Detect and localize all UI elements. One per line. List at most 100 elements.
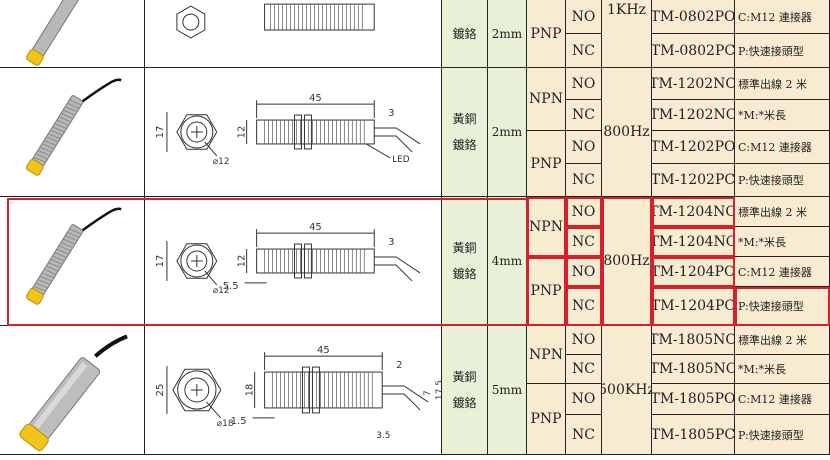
switching-frequency: 800Hz bbox=[603, 124, 650, 140]
frequency-cell-0-lower bbox=[602, 34, 652, 68]
output-type-cell-3-1: PNP bbox=[527, 384, 566, 455]
model-number: TM-1204PC bbox=[652, 298, 735, 314]
note-cell-0-1: P:快速接頭型 bbox=[735, 34, 830, 68]
frequency-cell-3: 500KHz bbox=[602, 326, 652, 455]
note-text: 標準出線 2 米 bbox=[738, 205, 807, 219]
model-number: TM-0802PO bbox=[652, 8, 735, 25]
contact-type: NO bbox=[571, 391, 596, 407]
note-text: C:M12 連接器 bbox=[738, 265, 812, 279]
model-cell-2-3: TM-1204PC bbox=[652, 287, 735, 326]
contact-type: NC bbox=[572, 172, 595, 188]
output-type: NPN bbox=[529, 91, 563, 107]
contact-cell-3-3: NC bbox=[566, 415, 602, 455]
note-cell-1-3: P:快速接頭型 bbox=[735, 164, 830, 197]
sensor-photo-2 bbox=[26, 207, 122, 305]
note-text: *M:*米長 bbox=[738, 109, 786, 122]
sensor-photo-cell-0 bbox=[0, 0, 145, 68]
model-number: TM-1202PC bbox=[652, 172, 735, 188]
model-number: TM-1202PO bbox=[652, 139, 735, 155]
output-type: PNP bbox=[530, 411, 562, 427]
note-text: 標準出線 2 米 bbox=[738, 334, 807, 347]
svg-text:⌀12: ⌀12 bbox=[213, 286, 230, 296]
contact-type: NO bbox=[571, 263, 596, 280]
svg-text:12: 12 bbox=[237, 126, 248, 139]
note-cell-2-2: C:M12 連接器 bbox=[735, 257, 830, 287]
note-cell-0-0: C:M12 連接器 bbox=[735, 0, 830, 34]
contact-cell-1-1: NC bbox=[566, 100, 602, 131]
note-text: C:M12 連接器 bbox=[738, 393, 812, 406]
model-cell-3-2: TM-1805PO bbox=[652, 384, 735, 415]
svg-text:17: 17 bbox=[155, 255, 166, 268]
contact-type: NC bbox=[572, 42, 595, 59]
note-text: P:快速接頭型 bbox=[738, 300, 804, 313]
model-number: TM-1204NO bbox=[652, 203, 735, 220]
material-cell-3: 黃銅鍍鉻 bbox=[442, 326, 488, 455]
output-type: PNP bbox=[530, 155, 562, 172]
contact-type: NO bbox=[571, 139, 596, 155]
output-type-cell-2-0: NPN bbox=[527, 197, 566, 257]
note-text: C:M12 連接器 bbox=[738, 141, 812, 154]
contact-cell-1-3: NC bbox=[566, 164, 602, 197]
material-text: 鍍鉻 bbox=[452, 26, 477, 41]
contact-type: NO bbox=[571, 8, 596, 25]
dimension-drawing-0 bbox=[176, 3, 375, 39]
material-text: 鍍鉻 bbox=[452, 138, 477, 152]
svg-text:5.5: 5.5 bbox=[223, 281, 239, 292]
material-cell-2: 黃銅鍍鉻 bbox=[442, 197, 488, 326]
contact-type: NC bbox=[572, 298, 595, 314]
material-text: 黃銅 bbox=[452, 370, 477, 384]
contact-cell-2-3: NC bbox=[566, 287, 602, 326]
model-number: TM-1202NO bbox=[652, 75, 735, 92]
model-cell-1-0: TM-1202NO bbox=[652, 68, 735, 100]
contact-type: NO bbox=[571, 332, 596, 348]
output-type: NPN bbox=[529, 346, 563, 363]
output-type-cell-3-0: NPN bbox=[527, 326, 566, 384]
sensor-photo-3 bbox=[19, 334, 128, 452]
note-text: 標準出線 2 米 bbox=[738, 77, 807, 91]
output-type-cell-0-0: PNP bbox=[527, 0, 566, 68]
model-cell-2-1: TM-1204NC bbox=[652, 227, 735, 257]
model-cell-2-2: TM-1204PO bbox=[652, 257, 735, 287]
contact-cell-2-0: NO bbox=[566, 197, 602, 227]
model-cell-1-3: TM-1202PC bbox=[652, 164, 735, 197]
svg-text:⌀12: ⌀12 bbox=[213, 157, 230, 167]
switching-frequency: 1KHz bbox=[607, 2, 646, 18]
sensing-distance: 5mm bbox=[491, 383, 523, 397]
sensing-distance-cell-3: 5mm bbox=[488, 326, 527, 455]
svg-text:2: 2 bbox=[396, 360, 402, 371]
svg-text:1.5: 1.5 bbox=[231, 416, 247, 427]
note-cell-2-1: *M:*米長 bbox=[735, 227, 830, 257]
note-cell-1-1: *M:*米長 bbox=[735, 100, 830, 131]
note-cell-3-2: C:M12 連接器 bbox=[735, 384, 830, 415]
sensing-distance-cell-1: 2mm bbox=[488, 68, 527, 197]
note-text: C:M12 連接器 bbox=[738, 10, 812, 24]
contact-cell-1-0: NO bbox=[566, 68, 602, 100]
contact-cell-2-2: NO bbox=[566, 257, 602, 287]
note-text: *M:*米長 bbox=[738, 235, 786, 249]
svg-text:17: 17 bbox=[155, 126, 166, 139]
contact-cell-2-1: NC bbox=[566, 227, 602, 257]
svg-text:3: 3 bbox=[388, 237, 394, 248]
svg-text:18: 18 bbox=[245, 384, 256, 397]
output-type: PNP bbox=[530, 283, 562, 299]
contact-cell-0-0: NO bbox=[566, 0, 602, 34]
note-text: P:快速接頭型 bbox=[738, 428, 804, 442]
contact-type: NC bbox=[572, 107, 595, 123]
model-number: TM-1204NC bbox=[652, 233, 735, 250]
frequency-cell-0: 1KHz bbox=[602, 0, 652, 34]
model-cell-3-1: TM-1805NC bbox=[652, 355, 735, 384]
sensor-photo-cell-2 bbox=[0, 197, 145, 326]
contact-type: NC bbox=[572, 233, 595, 250]
svg-text:17.5: 17.5 bbox=[435, 380, 441, 400]
material-text: 鍍鉻 bbox=[452, 267, 477, 281]
note-text: P:快速接頭型 bbox=[738, 44, 804, 58]
contact-type: NC bbox=[572, 361, 595, 377]
note-cell-3-3: P:快速接頭型 bbox=[735, 415, 830, 455]
switching-frequency: 800Hz bbox=[603, 253, 650, 269]
sensing-distance: 2mm bbox=[491, 26, 523, 41]
note-text: P:快速接頭型 bbox=[738, 174, 804, 187]
